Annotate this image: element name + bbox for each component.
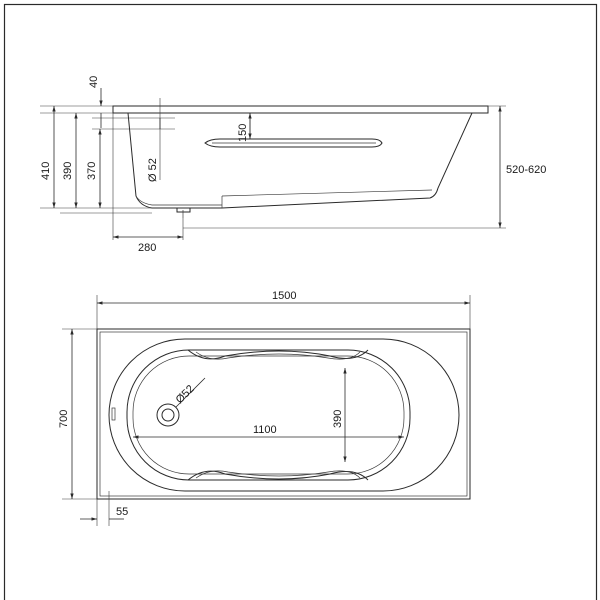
dim-drain-offset-280: 280 bbox=[138, 242, 156, 254]
dim-headrest-150: 150 bbox=[237, 124, 249, 142]
top-inner-bowl bbox=[126, 349, 411, 481]
top-outer-rim bbox=[96, 328, 471, 500]
dim-height-390: 390 bbox=[62, 162, 74, 180]
top-view: 1500 700 1100 390 Ø52 55 bbox=[58, 290, 471, 526]
dim-drain-diameter-side: Ø 52 bbox=[147, 158, 159, 182]
top-armrest-upper bbox=[187, 349, 369, 360]
side-view: 40 410 390 370 150 Ø 52 280 520-620 bbox=[40, 76, 546, 254]
dim-height-370: 370 bbox=[86, 162, 98, 180]
top-armrest-lower bbox=[187, 470, 369, 481]
drawing-frame bbox=[3, 3, 598, 600]
dim-width-700: 700 bbox=[58, 410, 70, 428]
dim-install-height: 520-620 bbox=[506, 164, 546, 176]
top-outer-oval bbox=[108, 338, 460, 492]
dim-length-1500: 1500 bbox=[272, 290, 296, 302]
dim-drain-diameter-top: Ø52 bbox=[174, 383, 197, 406]
side-headrest bbox=[204, 138, 383, 148]
dim-height-410: 410 bbox=[40, 162, 52, 180]
dim-inner-length-1100: 1100 bbox=[253, 424, 277, 436]
dim-rim-thickness: 40 bbox=[88, 76, 100, 88]
side-rim bbox=[112, 105, 489, 114]
side-drain bbox=[176, 208, 191, 213]
top-overflow-mark bbox=[111, 407, 116, 421]
side-body-inner bbox=[135, 195, 222, 206]
side-bottom-line bbox=[221, 189, 433, 197]
dim-inner-width-390: 390 bbox=[332, 410, 344, 428]
top-drain bbox=[156, 403, 180, 427]
dim-edge-offset-55: 55 bbox=[116, 506, 128, 518]
